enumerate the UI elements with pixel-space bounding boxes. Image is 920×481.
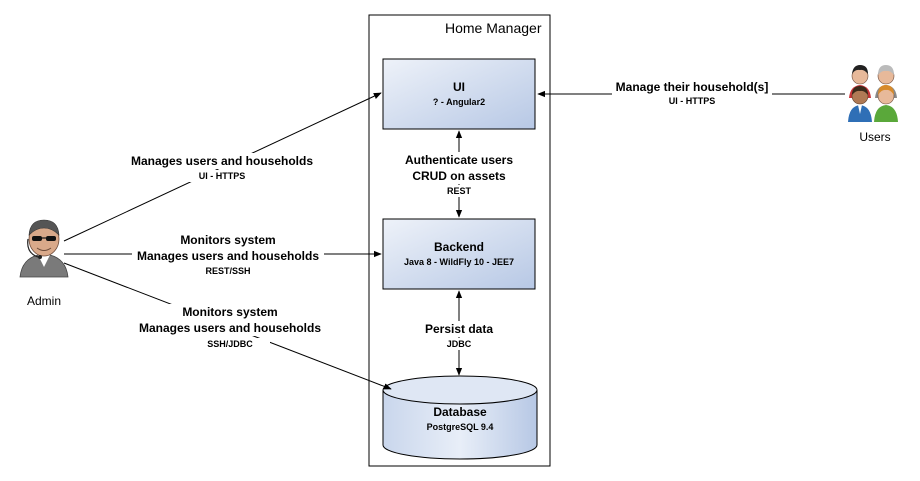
database-component-tech: PostgreSQL 9.4 [426, 422, 494, 432]
ui-backend-edge-line1: Authenticate users [394, 152, 524, 168]
admin-label: Admin [26, 294, 61, 308]
admin-db-edge-line1: Monitors system [132, 304, 328, 320]
admin-backend-edge-protocol: REST/SSH [188, 265, 268, 277]
backend-component-title: Backend [433, 240, 485, 254]
backend-db-edge-label: Persist data [414, 321, 504, 337]
ui-backend-edge-protocol: REST [434, 185, 484, 197]
ui-backend-edge-line2: CRUD on assets [394, 168, 524, 184]
users-group-icon [848, 65, 898, 122]
backend-component-tech: Java 8 - WildFly 10 - JEE7 [404, 257, 514, 267]
database-component-label: Database PostgreSQL 9.4 [383, 404, 537, 434]
admin-db-edge-line2: Manages users and households [132, 320, 328, 336]
admin-ui-edge-label: Manages users and households [124, 153, 320, 169]
database-component-title: Database [433, 405, 487, 419]
admin-backend-edge-line2: Manages users and households [132, 248, 324, 264]
admin-ui-edge-protocol: UI - HTTPS [182, 170, 262, 182]
container-title: Home Manager [445, 20, 542, 36]
ui-component-title: UI [453, 80, 465, 94]
admin-db-edge-protocol: SSH/JDBC [190, 338, 270, 350]
ui-component-label: UI ? - Angular2 [383, 79, 535, 109]
ui-component-tech: ? - Angular2 [432, 97, 486, 107]
ui-component-box [382, 58, 536, 130]
database-cylinder [382, 375, 538, 460]
home-manager-container [368, 14, 551, 467]
backend-component-box [382, 218, 536, 290]
backend-component-label: Backend Java 8 - WildFly 10 - JEE7 [383, 239, 535, 269]
admin-backend-edge-line1: Monitors system [132, 232, 324, 248]
users-label: Users [859, 130, 891, 144]
backend-db-edge-protocol: JDBC [434, 338, 484, 350]
users-ui-edge-label: Manage their household(s] [612, 79, 772, 95]
admin-person-icon [19, 219, 69, 278]
users-ui-edge-protocol: UI - HTTPS [652, 95, 732, 107]
